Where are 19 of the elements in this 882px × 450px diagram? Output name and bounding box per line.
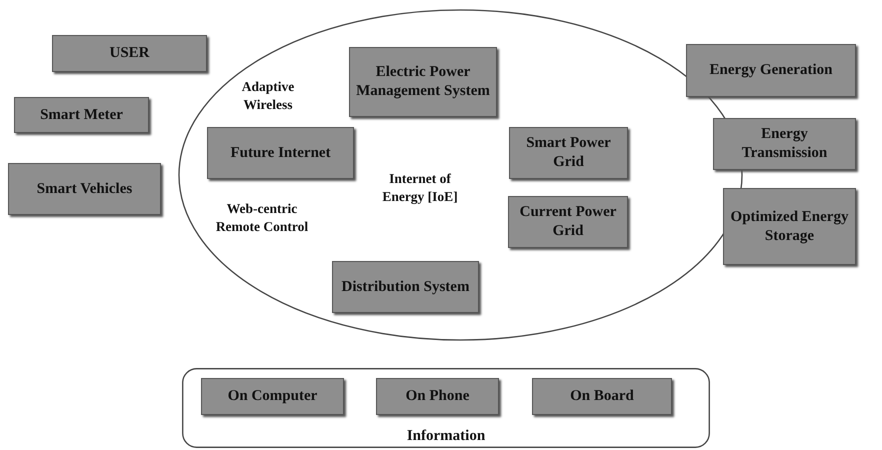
- label-box: Distribution System: [332, 261, 479, 313]
- region-label: Web-centric Remote Control: [214, 200, 310, 236]
- label-box: Current Power Grid: [508, 196, 628, 248]
- label-box: On Phone: [376, 378, 499, 415]
- label-box: Energy Generation: [686, 44, 856, 97]
- label-box: On Board: [532, 378, 672, 415]
- region-label: Internet of Energy [IoE]: [381, 170, 459, 206]
- label-box: Smart Vehicles: [8, 163, 161, 215]
- label-box: Smart Meter: [14, 97, 149, 133]
- region-label: Adaptive Wireless: [240, 78, 296, 114]
- label-box: Future Internet: [207, 127, 354, 179]
- label-box: Optimized Energy Storage: [723, 188, 856, 265]
- region-label: Information: [406, 427, 486, 446]
- rounded-panel: [182, 368, 710, 448]
- label-box: Smart Power Grid: [509, 127, 628, 179]
- label-box: USER: [52, 35, 207, 72]
- label-box: On Computer: [201, 378, 344, 415]
- label-box: Energy Transmission: [713, 118, 856, 170]
- label-box: Electric Power Management System: [349, 47, 497, 117]
